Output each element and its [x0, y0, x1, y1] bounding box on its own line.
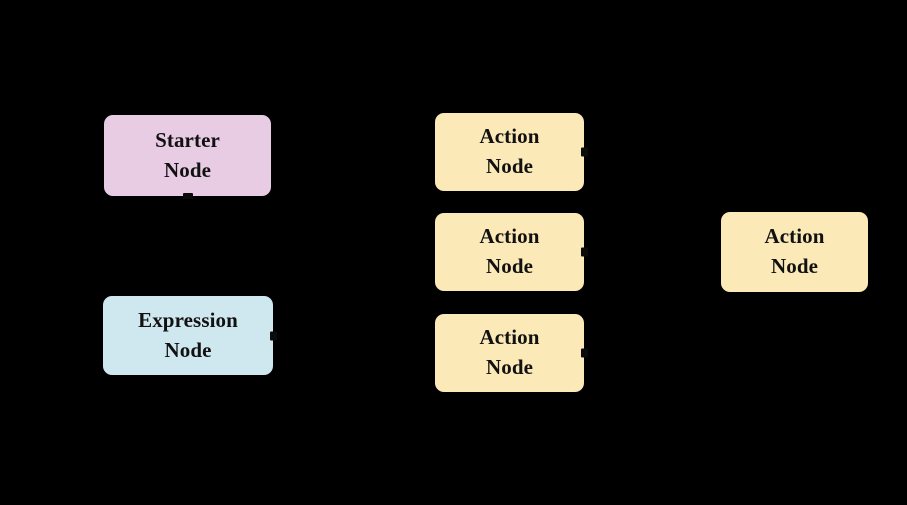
action-node-2-label: Action Node — [479, 224, 540, 278]
action-node-3-port-right[interactable] — [581, 348, 588, 358]
action-node-1[interactable]: Action Node — [435, 113, 588, 191]
expression-node[interactable]: Expression Node — [103, 296, 277, 375]
starter-node[interactable]: Starter Node — [104, 115, 271, 199]
action-node-2[interactable]: Action Node — [435, 213, 588, 291]
action-node-4[interactable]: Action Node — [721, 212, 868, 292]
expression-node-port-right[interactable] — [270, 331, 277, 340]
action-node-4-label: Action Node — [764, 224, 825, 278]
action-node-1-label: Action Node — [479, 124, 540, 178]
starter-node-label: Starter Node — [155, 127, 220, 182]
action-node-2-port-right[interactable] — [581, 247, 588, 257]
action-node-3[interactable]: Action Node — [435, 314, 588, 392]
action-node-1-port-right[interactable] — [581, 147, 588, 157]
expression-node-label: Expression Node — [138, 307, 238, 362]
starter-node-port-bottom[interactable] — [182, 193, 193, 199]
action-node-3-label: Action Node — [479, 325, 540, 379]
